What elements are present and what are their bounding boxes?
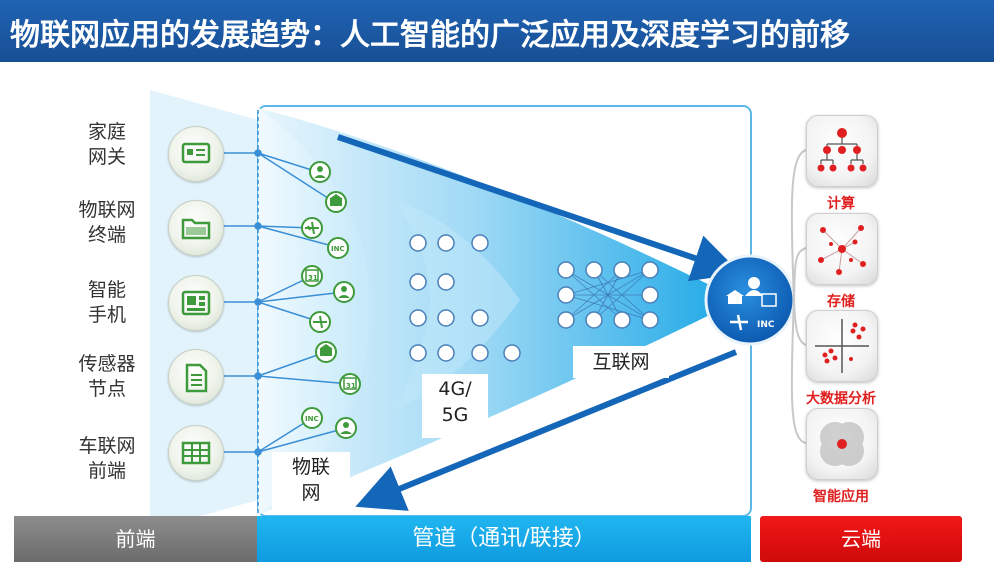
calendar-icon (437, 344, 455, 362)
inc-icon: INC (327, 237, 349, 259)
user-icon (333, 281, 355, 303)
plane-icon (585, 261, 603, 279)
bank-icon (613, 311, 631, 329)
folder-icon (168, 200, 224, 256)
bank-icon (325, 191, 347, 213)
user-icon (309, 161, 331, 183)
plane-icon (301, 217, 323, 239)
funnel-layer-2 (395, 200, 520, 410)
table-icon (168, 425, 224, 481)
internet-mesh (565, 269, 651, 321)
bank-icon (409, 309, 427, 327)
device-label-iot-terminal: 物联网终端 (78, 199, 136, 246)
venn-icon (806, 408, 878, 480)
service-label-compute: 计算 (827, 196, 855, 212)
iot-network-label: 物联网 (272, 452, 350, 514)
quadrant-plot-icon (806, 310, 878, 382)
plane-icon (471, 344, 489, 362)
inc-icon (641, 311, 659, 329)
plane-icon (471, 234, 489, 252)
title-bar: 物联网应用的发展趋势：人工智能的广泛应用及深度学习的前移 (0, 0, 994, 62)
calendar-icon (471, 309, 489, 327)
service-label-bigdata: 大数据分析 (806, 391, 876, 407)
bank-icon (437, 273, 455, 291)
inc-icon (437, 234, 455, 252)
svg-text:INC: INC (331, 245, 345, 253)
inc-icon (557, 261, 575, 279)
bank-icon (503, 344, 521, 362)
cloud-end-bar: 云端 (760, 516, 962, 562)
mobile-network-label: 4G/5G (422, 374, 488, 438)
cloud-connectors (790, 149, 807, 444)
hub-icons: INC (726, 277, 777, 331)
plane-icon (641, 286, 659, 304)
user-icon (335, 417, 357, 439)
inc-icon: INC (301, 407, 323, 429)
user-icon (409, 344, 427, 362)
svg-text:INC: INC (305, 415, 319, 423)
service-label-storage: 存储 (827, 294, 855, 310)
bank-icon (613, 261, 631, 279)
svg-text:31: 31 (308, 274, 318, 282)
calendar-icon: 31 (339, 373, 361, 395)
svg-text:31: 31 (346, 382, 356, 390)
uplink-arrow (337, 134, 742, 282)
svg-text:INC: INC (757, 320, 775, 330)
service-label-smart-app: 智能应用 (813, 489, 869, 505)
inc-icon (409, 273, 427, 291)
bank-icon (315, 341, 337, 363)
downlink-arrow (355, 349, 738, 511)
device-label-home-gateway: 家庭网关 (87, 121, 126, 168)
org-chart-icon (806, 115, 878, 187)
user-icon (557, 311, 575, 329)
user-icon (641, 261, 659, 279)
device-label-vehicle-front: 车联网前端 (78, 435, 136, 482)
gateway-icon (168, 126, 224, 182)
calendar-icon (557, 286, 575, 304)
front-end-bar: 前端 (14, 516, 257, 562)
internet-label: 互联网 (573, 346, 669, 378)
user-icon (409, 234, 427, 252)
calendar-icon (585, 311, 603, 329)
scatter-network-icon (806, 213, 878, 285)
calendar-icon: 31 (301, 265, 323, 287)
document-icon (168, 349, 224, 405)
inc-icon (437, 309, 455, 327)
device-label-sensor-node: 传感器节点 (78, 353, 136, 400)
device-label-smartphone: 智能手机 (87, 279, 126, 326)
pipe-bar: 管道（通讯/联接） (257, 516, 751, 562)
phone-icon (168, 275, 224, 331)
plane-icon (309, 311, 331, 333)
page-title: 物联网应用的发展趋势：人工智能的广泛应用及深度学习的前移 (10, 18, 850, 53)
